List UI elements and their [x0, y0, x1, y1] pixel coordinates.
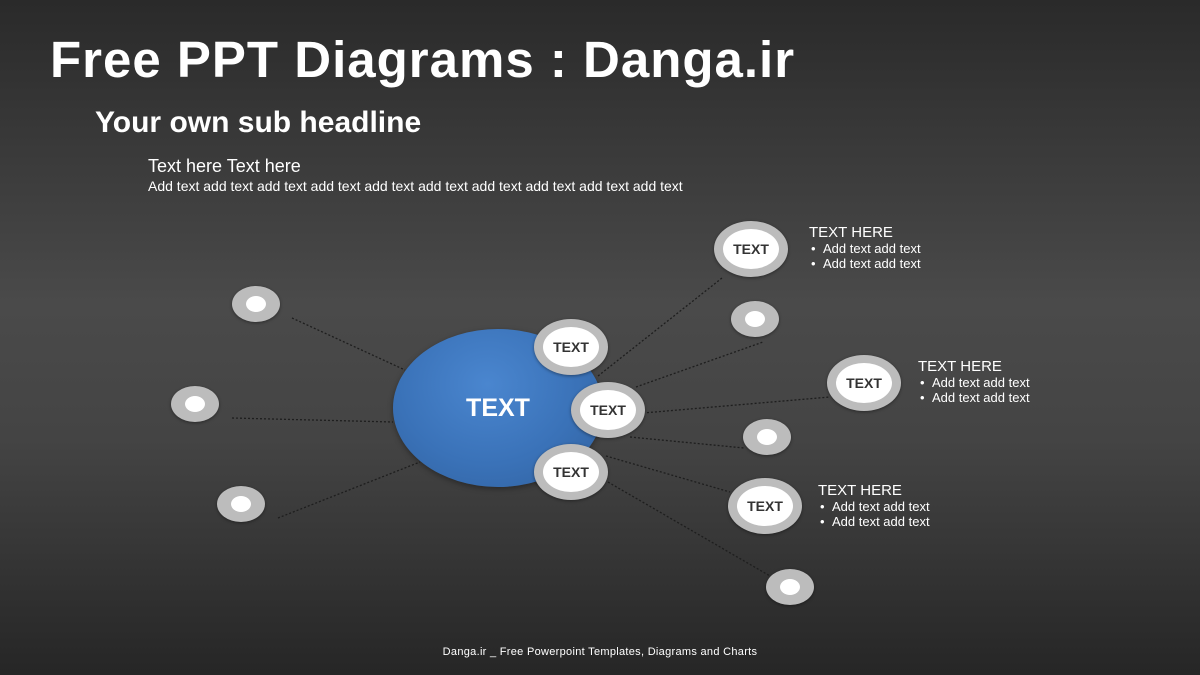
outer-node-label: TEXT: [836, 363, 892, 403]
outer-node-label: TEXT: [737, 486, 793, 526]
outer-node-label: TEXT: [723, 229, 779, 269]
intro-title: Text here Text here: [148, 156, 301, 176]
hub-node-middle: TEXT: [571, 382, 645, 438]
outer-node-1: TEXT: [714, 221, 788, 277]
outer-node-2: TEXT: [827, 355, 901, 411]
dot-node: [766, 569, 814, 605]
dot-node: [743, 419, 791, 455]
callout-bullet: Add text add text: [918, 375, 1030, 390]
callout-title: TEXT HERE: [818, 482, 902, 499]
connector-line: [635, 341, 764, 388]
dot-node: [217, 486, 265, 522]
connector-line: [277, 461, 421, 519]
dot-node: [731, 301, 779, 337]
hub-node-top: TEXT: [534, 319, 608, 375]
page-title: Free PPT Diagrams : Danga.ir: [50, 31, 796, 88]
dot-node: [171, 386, 219, 422]
callout-title: TEXT HERE: [809, 224, 893, 241]
callout-2: TEXT HERE Add text add text Add text add…: [918, 358, 1030, 406]
intro-text: Add text add text add text add text add …: [148, 178, 683, 194]
connector-line: [597, 277, 723, 377]
callout-3: TEXT HERE Add text add text Add text add…: [818, 482, 930, 530]
connector-line: [291, 317, 406, 371]
hub-node-label: TEXT: [543, 452, 599, 492]
page-subtitle: Your own sub headline: [95, 106, 422, 139]
callout-bullet: Add text add text: [809, 256, 921, 271]
connector-line: [607, 481, 771, 577]
connector-line: [231, 417, 394, 423]
callout-bullet: Add text add text: [809, 241, 921, 256]
footer-text: Danga.ir _ Free Powerpoint Templates, Di…: [442, 646, 758, 658]
callout-bullet: Add text add text: [818, 499, 930, 514]
hub-node-bottom: TEXT: [534, 444, 608, 500]
outer-node-3: TEXT: [728, 478, 802, 534]
connector-line: [642, 396, 831, 414]
dot-node: [232, 286, 280, 322]
callout-1: TEXT HERE Add text add text Add text add…: [809, 224, 921, 272]
hub-node-label: TEXT: [543, 327, 599, 367]
hub-node-label: TEXT: [580, 390, 636, 430]
callout-bullet: Add text add text: [818, 514, 930, 529]
callout-title: TEXT HERE: [918, 358, 1002, 375]
connector-line: [629, 436, 745, 449]
callout-bullet: Add text add text: [918, 390, 1030, 405]
connector-line: [605, 455, 731, 493]
